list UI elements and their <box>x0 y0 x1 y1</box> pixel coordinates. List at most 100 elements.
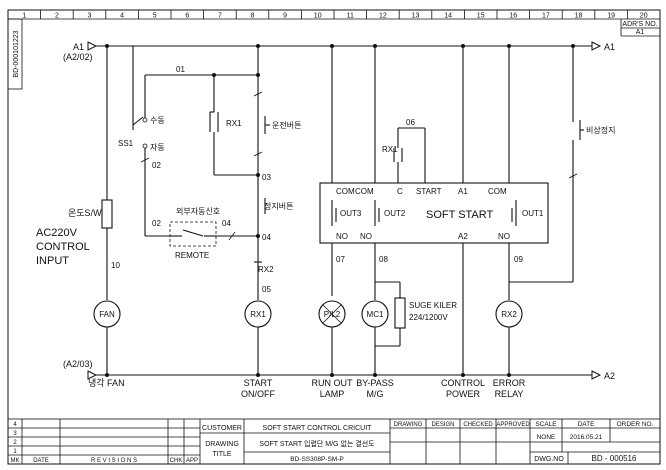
drawing-title-value: SOFT START 입렵단 M/G 없는 결선도 <box>259 439 375 448</box>
column-number: 17 <box>542 13 550 20</box>
column-number: 2 <box>55 13 59 20</box>
rail-bottom-left-ref: (A2/03) <box>63 359 93 369</box>
drawing-title-2: TITLE <box>212 451 231 458</box>
mc1-label: MC1 <box>367 310 384 319</box>
no3: NO <box>498 232 510 241</box>
bottom-control-1: CONTROL <box>441 378 485 388</box>
chk-col: CHK <box>170 458 183 464</box>
design-header: DESIGN <box>431 422 454 428</box>
remote-label: REMOTE <box>175 251 209 260</box>
surge-killer <box>394 297 406 329</box>
side-code: BD-000101223 <box>13 30 20 77</box>
ss1-label: SS1 <box>118 139 134 148</box>
checked-header: CHECKED <box>463 422 493 428</box>
wire-09: 09 <box>514 255 523 264</box>
stop-button: 정지버튼 <box>264 201 293 211</box>
out3: OUT3 <box>340 209 362 218</box>
column-number: 13 <box>412 13 420 20</box>
com1: COM <box>336 187 355 196</box>
bottom-control-2: POWER <box>446 389 481 399</box>
c-term: C <box>397 187 403 196</box>
surge-label-1: SUGE KILER <box>409 301 457 310</box>
column-number: 16 <box>509 13 517 20</box>
input-label-2: CONTROL <box>36 241 90 253</box>
rev-mark-1: 1 <box>13 449 17 455</box>
bottom-runout-1: RUN OUT <box>312 378 353 388</box>
a2-term: A2 <box>458 232 468 241</box>
bottom-error-2: RELAY <box>495 389 524 399</box>
column-number: 6 <box>185 13 189 20</box>
adrs-label: ADR'S NO. <box>622 21 657 28</box>
column-number: 1 <box>22 13 26 20</box>
rx1-contact-label: RX1 <box>226 119 242 128</box>
wire-02b: 02 <box>152 219 161 228</box>
rx2-coil-label: RX2 <box>501 310 517 319</box>
column-number: 15 <box>477 13 485 20</box>
column-number: 20 <box>640 13 648 20</box>
rx1-coil-label: RX1 <box>250 310 266 319</box>
rail-bottom-right: A2 <box>604 371 615 381</box>
surge-label-2: 224/1200V <box>409 313 448 322</box>
a1-term: A1 <box>458 187 468 196</box>
wire-04b: 04 <box>262 233 271 242</box>
date-value: 2016.05.21 <box>570 434 603 441</box>
input-label-3: INPUT <box>36 255 69 267</box>
no1: NO <box>336 232 348 241</box>
wire-05: 05 <box>262 285 271 294</box>
rev-mark-4: 4 <box>13 422 17 428</box>
wire-02a: 02 <box>152 161 161 170</box>
out1: OUT1 <box>522 209 544 218</box>
column-number: 19 <box>607 13 615 20</box>
bottom-start-1: START <box>244 378 273 388</box>
rail-top-left-ref: (A2/02) <box>63 52 93 62</box>
bottom-bypass-1: BY-PASS <box>356 378 394 388</box>
column-number: 11 <box>347 13 354 20</box>
column-number: 8 <box>251 13 255 20</box>
column-number: 10 <box>314 13 322 20</box>
pl2-label: P/L2 <box>324 310 341 319</box>
scale-value: NONE <box>537 434 556 441</box>
date-col: DATE <box>33 458 49 464</box>
ext-auto-signal: 외부자동신호 <box>176 206 220 216</box>
wire-07: 07 <box>336 255 345 264</box>
emergency-stop: 비상정지 <box>586 125 615 135</box>
column-number: 14 <box>444 13 452 20</box>
order-header: ORDER NO. <box>617 421 654 428</box>
softstart-box <box>319 182 549 244</box>
fan-coil-label: FAN <box>99 310 115 319</box>
rx2-contact-label: RX2 <box>258 265 274 274</box>
customer-label: CUSTOMER <box>202 425 242 432</box>
manual-label: 수동 <box>150 116 165 125</box>
column-number: 18 <box>575 13 583 20</box>
dwgno-label: DWG.NO <box>534 456 564 463</box>
no2: NO <box>360 232 372 241</box>
bottom-fan: 냉각 FAN <box>88 377 125 388</box>
column-number: 9 <box>283 13 287 20</box>
title-block <box>7 418 661 465</box>
com3: COM <box>488 187 507 196</box>
column-number: 7 <box>218 13 222 20</box>
drawing-header: DRAWING <box>394 422 423 428</box>
wire-06: 06 <box>406 118 415 127</box>
rev-mark-2: 2 <box>13 440 17 446</box>
rev-mark-3: 3 <box>13 431 17 437</box>
bottom-bypass-2: M/G <box>367 389 384 399</box>
bottom-runout-2: LAMP <box>320 389 345 399</box>
date-header: DATE <box>578 421 596 428</box>
rx1-contact2-label: RX1 <box>382 145 398 154</box>
mk-col: MK <box>11 458 20 464</box>
drawing-title-1: DRAWING <box>205 441 239 448</box>
bottom-error-1: ERROR <box>493 378 526 388</box>
bottom-start-2: ON/OFF <box>241 389 275 399</box>
input-label-1: AC220V <box>36 227 78 239</box>
start-term: START <box>416 187 442 196</box>
customer-value: SOFT START CONTROL CRICUIT <box>263 425 373 432</box>
wire-04a: 04 <box>222 219 231 228</box>
drawing-code: BD-SS308P-SM-P <box>290 456 343 463</box>
column-number: 5 <box>153 13 157 20</box>
revisions-col: R E V I S I O N S <box>91 458 137 464</box>
scale-header: SCALE <box>535 421 557 428</box>
wire-03: 03 <box>262 173 271 182</box>
wire-08: 08 <box>379 255 388 264</box>
